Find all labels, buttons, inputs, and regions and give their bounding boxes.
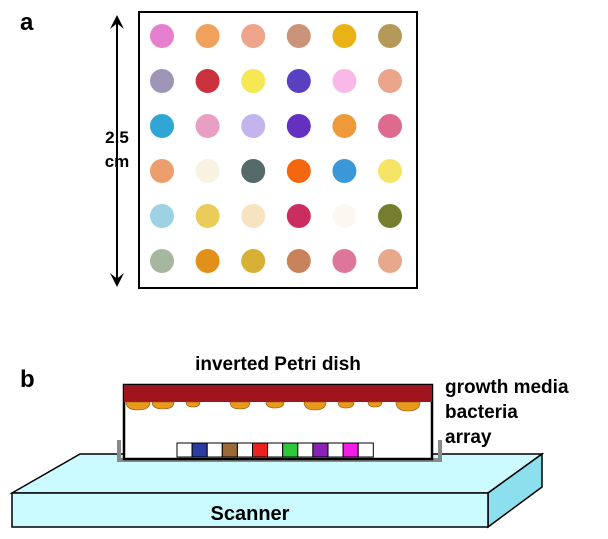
colorimetric-array-strip xyxy=(176,442,374,458)
sensor-spot-r6-c5 xyxy=(332,249,357,273)
array-square-1 xyxy=(176,442,193,458)
scale-unit: cm xyxy=(105,152,130,171)
sensor-spot-r2-c1 xyxy=(150,69,174,93)
sensor-spot-r3-c3 xyxy=(241,114,266,138)
array-square-5 xyxy=(236,442,253,458)
array-square-2 xyxy=(191,442,208,458)
array-square-8 xyxy=(282,442,299,458)
sensor-spot-r5-c1 xyxy=(150,204,174,228)
sensor-spot-r2-c5 xyxy=(332,69,357,93)
bacteria-colonies xyxy=(125,401,421,412)
sensor-spot-r6-c1 xyxy=(150,249,174,273)
sensor-spot-r4-c3 xyxy=(241,159,266,183)
sensor-spot-r2-c2 xyxy=(195,69,220,93)
growth-media-label: growth media xyxy=(445,377,569,398)
sensor-spot-r4-c6 xyxy=(378,159,402,183)
sensor-array-photo xyxy=(138,11,418,289)
sensor-spot-r1-c3 xyxy=(241,24,266,48)
sensor-spot-r6-c6 xyxy=(378,249,402,273)
sensor-spot-r5-c6 xyxy=(378,204,402,228)
sensor-spot-r3-c4 xyxy=(286,114,311,138)
sensor-spot-r6-c4 xyxy=(286,249,311,273)
sensor-spot-r1-c4 xyxy=(286,24,311,48)
sensor-spot-r5-c2 xyxy=(195,204,220,228)
array-square-6 xyxy=(252,442,269,458)
panel-a-label: a xyxy=(20,9,34,36)
sensor-spot-r2-c3 xyxy=(241,69,266,93)
array-square-3 xyxy=(206,442,223,458)
spot-grid xyxy=(150,24,402,273)
sensor-spot-r1-c1 xyxy=(150,24,174,48)
sensor-spot-r2-c6 xyxy=(378,69,402,93)
sensor-spot-r2-c4 xyxy=(286,69,311,93)
sensor-spot-r1-c5 xyxy=(332,24,357,48)
sensor-spot-r3-c6 xyxy=(378,114,402,138)
array-square-9 xyxy=(297,442,314,458)
petri-dish-label: inverted Petri dish xyxy=(195,354,361,375)
sensor-spot-r3-c5 xyxy=(332,114,357,138)
sensor-spot-r5-c5 xyxy=(332,204,357,228)
sensor-spot-r6-c2 xyxy=(195,249,220,273)
sensor-spot-r1-c2 xyxy=(195,24,220,48)
sensor-spot-r4-c1 xyxy=(150,159,174,183)
array-square-4 xyxy=(221,442,238,458)
array-square-7 xyxy=(267,442,284,458)
sensor-spot-r3-c2 xyxy=(195,114,220,138)
growth-media-layer xyxy=(124,385,432,402)
array-square-11 xyxy=(327,442,344,458)
sensor-spot-r5-c4 xyxy=(286,204,311,228)
array-label: array xyxy=(445,427,492,448)
scanner-front xyxy=(11,492,489,528)
sensor-spot-r4-c2 xyxy=(195,159,220,183)
sensor-spot-r6-c3 xyxy=(241,249,266,273)
sensor-spot-r5-c3 xyxy=(241,204,266,228)
scale-value: 2.5 xyxy=(105,128,129,147)
array-square-10 xyxy=(312,442,329,458)
bacteria-label: bacteria xyxy=(445,402,518,423)
sensor-spot-r1-c6 xyxy=(378,24,402,48)
panel-b-label: b xyxy=(20,366,35,393)
array-square-13 xyxy=(357,442,374,458)
array-square-12 xyxy=(342,442,359,458)
sensor-spot-r4-c4 xyxy=(286,159,311,183)
sensor-spot-r3-c1 xyxy=(150,114,174,138)
scanner-label: Scanner xyxy=(211,503,290,525)
sensor-spot-r4-c5 xyxy=(332,159,357,183)
